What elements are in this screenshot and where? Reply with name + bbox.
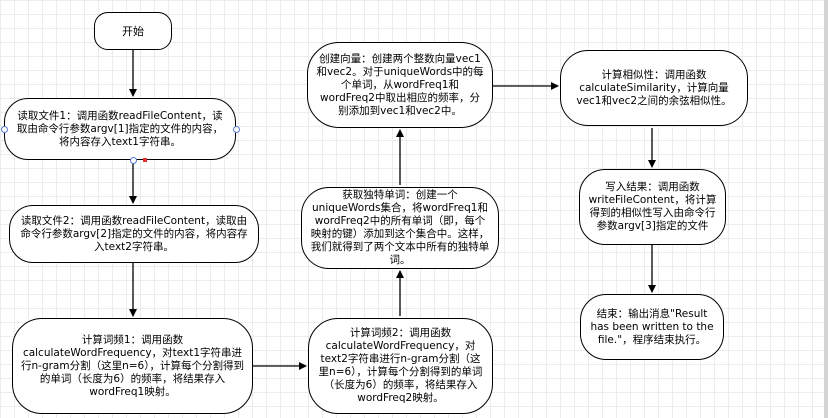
start-node-label: 开始 bbox=[122, 24, 144, 38]
calc-freq1-node-label: 计算词频1：调用函数calculateWordFrequency，对text1字… bbox=[21, 333, 244, 398]
create-vectors-node[interactable]: 创建向量：创建两个整数向量vec1和vec2。对于uniqueWords中的每个… bbox=[307, 42, 493, 128]
calc-freq1-node[interactable]: 计算词频1：调用函数calculateWordFrequency，对text1字… bbox=[12, 318, 253, 414]
resize-marker[interactable] bbox=[143, 158, 147, 162]
end-node[interactable]: 结束：输出消息"Result has been written to the f… bbox=[580, 294, 724, 360]
write-result-node[interactable]: 写入结果：调用函数writeFileContent，将计算得到的相似性写入由命令… bbox=[579, 169, 726, 245]
start-node[interactable]: 开始 bbox=[94, 12, 172, 50]
unique-words-node[interactable]: 获取独特单词：创建一个uniqueWords集合，将wordFreq1和word… bbox=[301, 187, 499, 269]
read-file1-node[interactable]: 读取文件1：调用函数readFileContent，读取由命令行参数argv[1… bbox=[4, 98, 236, 160]
read-file2-node-label: 读取文件2：调用函数readFileContent，读取由命令行参数argv[2… bbox=[20, 214, 248, 253]
selection-handle-left[interactable] bbox=[1, 126, 8, 133]
calc-similarity-node-label: 计算相似性：调用函数calculateSimilarity，计算向量vec1和v… bbox=[576, 68, 732, 107]
selection-handle-right[interactable] bbox=[233, 126, 240, 133]
scrollbar-track[interactable] bbox=[824, 0, 828, 418]
calc-similarity-node[interactable]: 计算相似性：调用函数calculateSimilarity，计算向量vec1和v… bbox=[560, 50, 748, 126]
unique-words-node-label: 获取独特单词：创建一个uniqueWords集合，将wordFreq1和word… bbox=[310, 189, 490, 266]
end-node-label: 结束：输出消息"Result has been written to the f… bbox=[590, 307, 714, 346]
read-file2-node[interactable]: 读取文件2：调用函数readFileContent，读取由命令行参数argv[2… bbox=[9, 205, 259, 263]
calc-freq2-node-label: 计算词频2：调用函数calculateWordFrequency，对text2字… bbox=[318, 327, 483, 404]
write-result-node-label: 写入结果：调用函数writeFileContent，将计算得到的相似性写入由命令… bbox=[588, 181, 717, 232]
create-vectors-node-label: 创建向量：创建两个整数向量vec1和vec2。对于uniqueWords中的每个… bbox=[316, 52, 484, 117]
read-file1-node-label: 读取文件1：调用函数readFileContent，读取由命令行参数argv[1… bbox=[16, 109, 224, 148]
selection-handle-bottom[interactable] bbox=[130, 157, 137, 164]
calc-freq2-node[interactable]: 计算词频2：调用函数calculateWordFrequency，对text2字… bbox=[308, 318, 493, 414]
